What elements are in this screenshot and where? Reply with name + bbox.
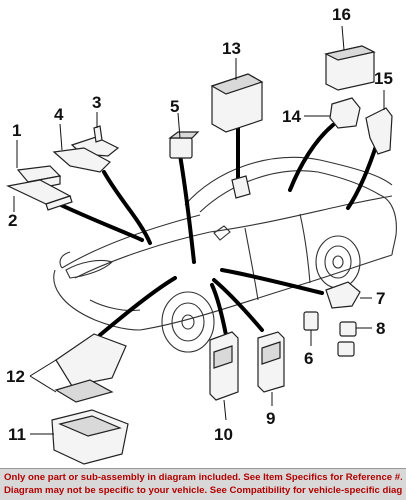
callout-15: 15 — [374, 69, 393, 88]
callout-12: 12 — [6, 367, 25, 386]
part-14-sensor — [304, 97, 361, 129]
disclaimer-line-2: Diagram may not be specific to your vehi… — [4, 485, 402, 496]
part-5-relay — [168, 112, 200, 159]
part-11-fuse-box — [30, 409, 129, 465]
callout-9: 9 — [266, 409, 275, 428]
parts-diagram: 1 2 3 4 5 13 16 15 14 7 8 6 9 10 12 11 — [6, 5, 397, 465]
callout-16: 16 — [332, 5, 351, 24]
callout-4: 4 — [54, 105, 64, 124]
callout-labels: 1 2 3 4 5 13 16 15 14 7 8 6 9 10 12 11 — [6, 5, 393, 444]
disclaimer-line-1: Only one part or sub-assembly in diagram… — [4, 472, 402, 483]
part-9-block — [257, 331, 285, 406]
part-2-bracket — [6, 179, 73, 211]
callout-13: 13 — [222, 39, 241, 58]
callout-10: 10 — [214, 425, 233, 444]
callout-1: 1 — [12, 121, 21, 140]
callout-11: 11 — [8, 425, 26, 444]
callout-6: 6 — [304, 349, 313, 368]
part-7-bracket — [325, 281, 372, 309]
part-15-bracket — [365, 90, 393, 155]
callout-8: 8 — [376, 319, 385, 338]
part-13-module — [210, 58, 264, 199]
callout-14: 14 — [282, 107, 301, 126]
part-10-block — [209, 331, 239, 421]
vehicle-outline — [53, 156, 397, 353]
part-16-unit — [324, 25, 376, 91]
disclaimer-banner: Only one part or sub-assembly in diagram… — [0, 468, 406, 500]
part-6-relay — [303, 311, 319, 346]
part-8-relay — [337, 321, 372, 357]
part-12-fuse-cover — [29, 333, 127, 403]
callout-3: 3 — [92, 93, 101, 112]
part-4-bracket — [52, 147, 111, 173]
callout-7: 7 — [376, 289, 385, 308]
callout-5: 5 — [170, 97, 179, 116]
callout-2: 2 — [8, 211, 17, 230]
